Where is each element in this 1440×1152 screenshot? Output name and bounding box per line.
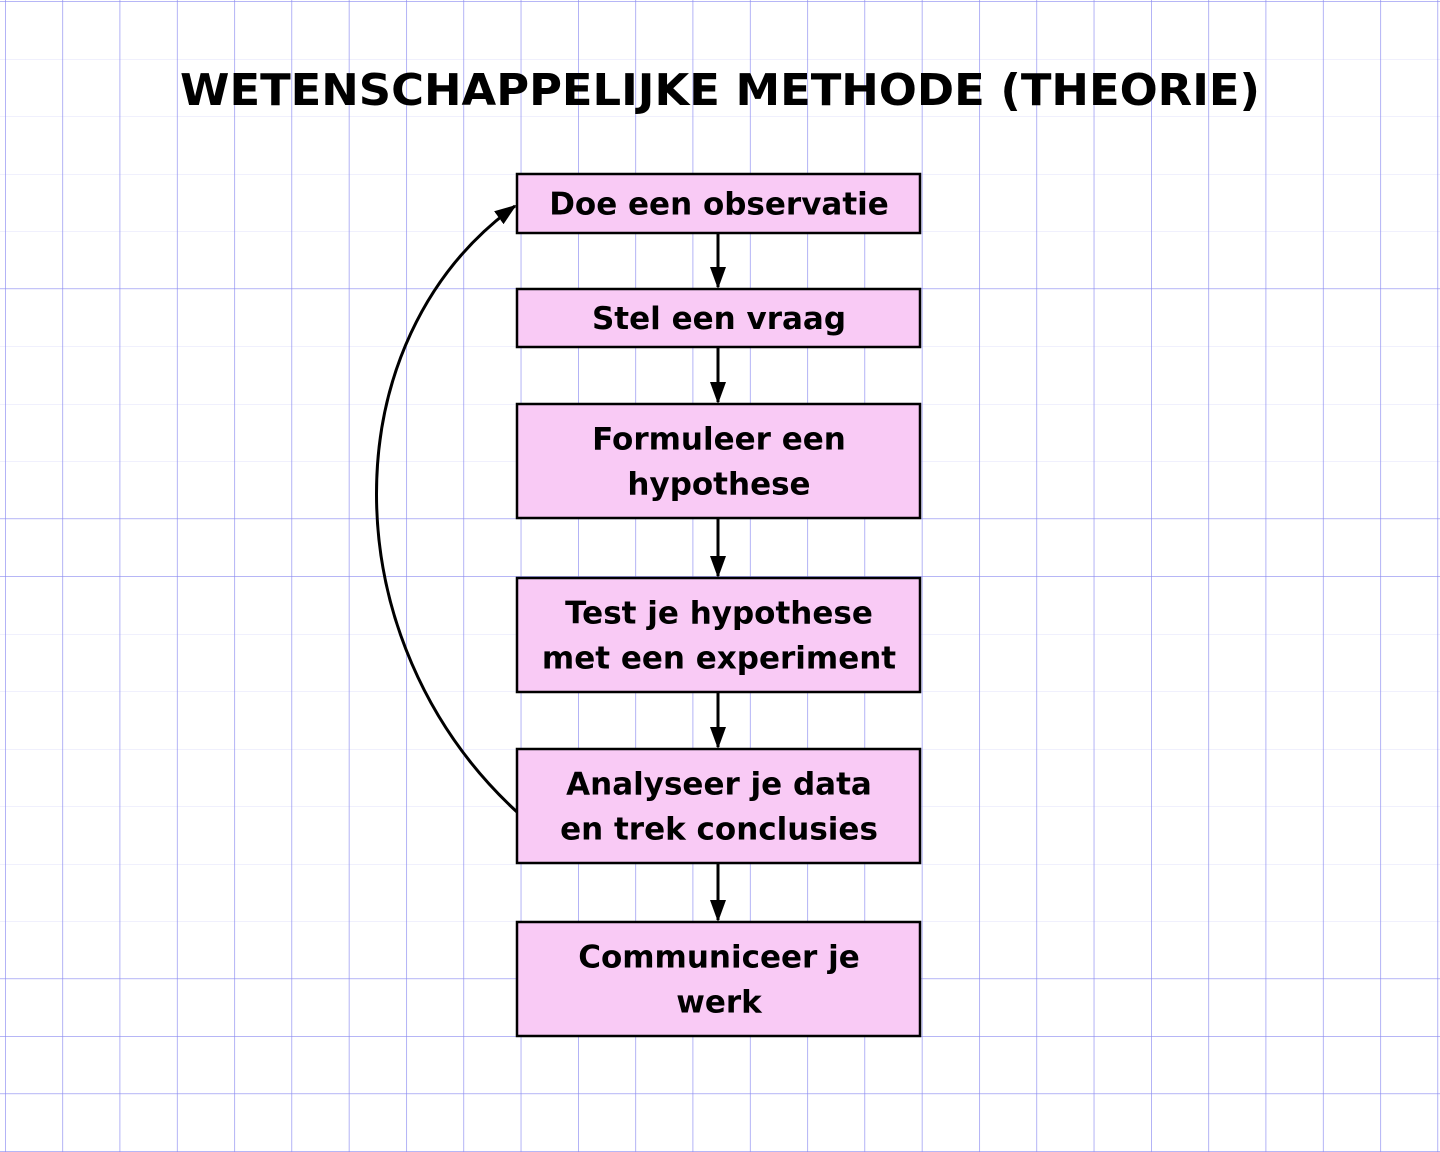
step-box <box>515 172 922 235</box>
step-label-line: Communiceer je <box>578 940 860 976</box>
step-box <box>515 920 922 1038</box>
step-box <box>515 287 922 349</box>
step-label-line: werk <box>676 985 763 1021</box>
step-label-line: met een experiment <box>542 641 896 677</box>
step-observe: Doe een observatie <box>515 172 922 235</box>
step-label-line: Doe een observatie <box>549 187 889 223</box>
step-box <box>515 747 922 865</box>
step-hypothesis: Formuleer een hypothese <box>515 402 922 520</box>
step-experiment: Test je hypothese met een experiment <box>515 576 922 694</box>
step-communicate: Communiceer je werk <box>515 920 922 1038</box>
step-box <box>515 576 922 694</box>
step-label-line: en trek conclusies <box>560 812 878 848</box>
step-label-line: Stel een vraag <box>592 301 846 337</box>
feedback-loop-arrow <box>375 204 519 814</box>
step-question: Stel een vraag <box>515 287 922 349</box>
step-analyze: Analyseer je data en trek conclusies <box>515 747 922 865</box>
step-label-line: Test je hypothese <box>565 596 873 632</box>
step-label-line: Formuleer een <box>592 422 846 458</box>
diagram-title: WETENSCHAPPELIJKE METHODE (THEORIE) <box>180 65 1260 116</box>
step-box <box>515 402 922 520</box>
step-label-line: hypothese <box>627 467 810 503</box>
step-label-line: Analyseer je data <box>566 767 872 803</box>
